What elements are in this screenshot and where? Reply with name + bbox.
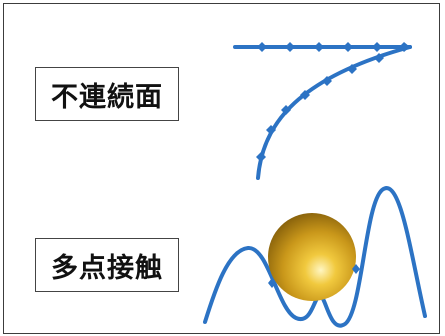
multi-point-contact-label: 多点接触 — [35, 238, 179, 292]
contact-point — [268, 278, 276, 288]
marker — [372, 42, 382, 52]
contact-point — [352, 264, 360, 274]
marker — [347, 64, 357, 74]
marker — [399, 42, 410, 52]
contact-markers — [268, 264, 360, 288]
marker — [374, 53, 384, 63]
multi-contact-illustration — [203, 186, 427, 328]
discontinuous-surface-label: 不連続面 — [35, 67, 179, 121]
wavy-surface — [203, 186, 427, 328]
marker — [300, 90, 310, 100]
marker — [322, 76, 332, 86]
marker — [285, 42, 295, 52]
marker — [257, 42, 267, 52]
marker — [281, 105, 291, 115]
marker — [266, 125, 276, 135]
curve-markers — [256, 53, 384, 162]
discontinuous-curve — [233, 42, 412, 180]
golden-sphere — [268, 213, 356, 301]
horizontal-markers — [257, 42, 410, 52]
marker — [343, 42, 353, 52]
curved-segment — [256, 45, 412, 180]
marker — [314, 42, 324, 52]
marker — [256, 152, 266, 162]
